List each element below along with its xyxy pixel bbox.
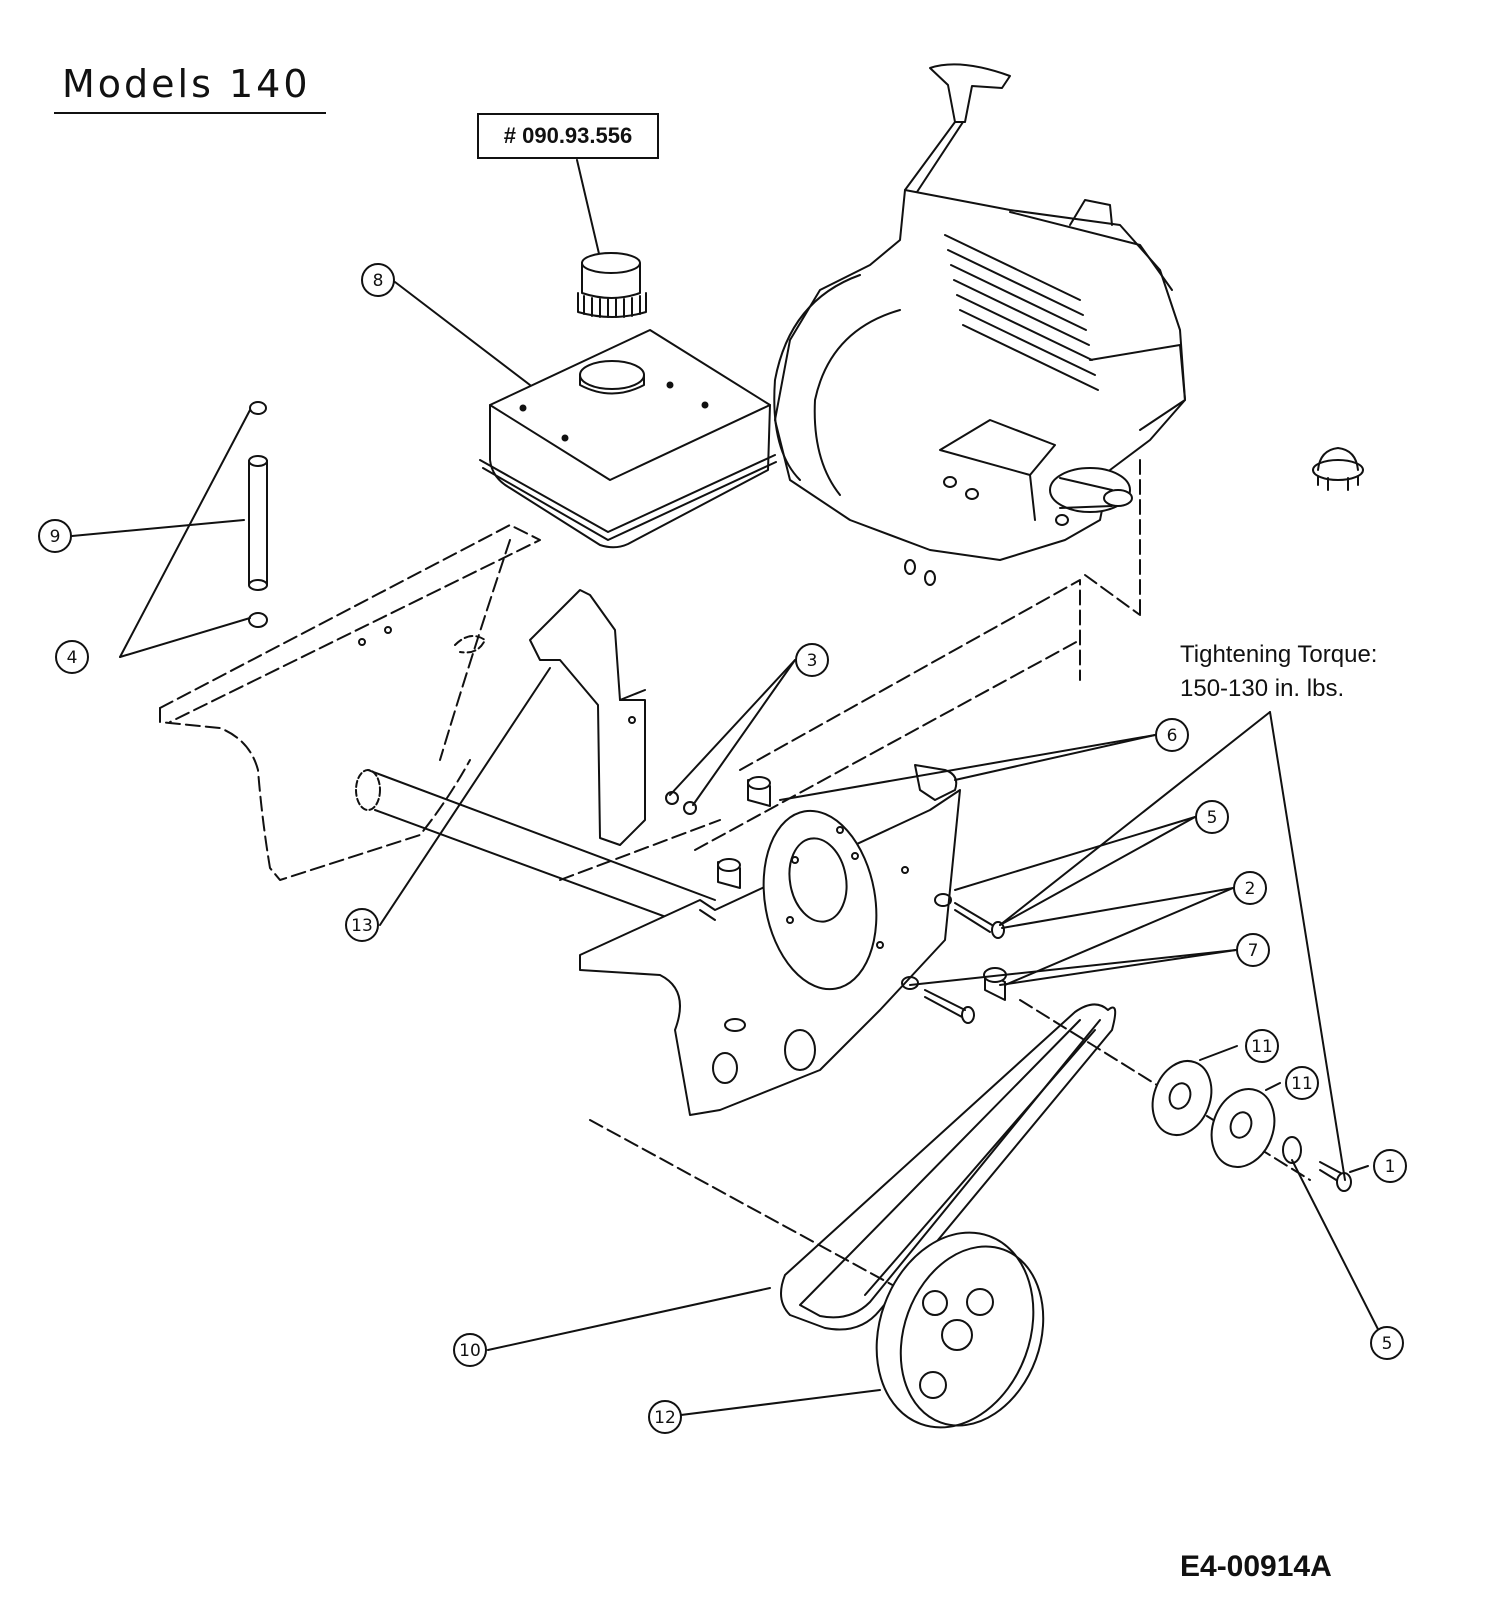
callout-6: 6 [1155, 718, 1189, 752]
torque-note-line2: 150-130 in. lbs. [1180, 675, 1345, 702]
clutch-washers [1151, 1060, 1352, 1192]
pulley [875, 1231, 1045, 1429]
callout-12: 12 [648, 1400, 682, 1434]
part-label-leader [576, 159, 601, 259]
callout-2: 2 [1233, 871, 1267, 905]
callout-5-second: 5 [1370, 1326, 1404, 1360]
spacers [717, 776, 771, 889]
svg-text:11: 11 [1251, 1037, 1273, 1057]
gas-cap [577, 252, 647, 318]
svg-text:6: 6 [1167, 726, 1178, 746]
callout-5: 5 [1195, 800, 1229, 834]
callout-7: 7 [1236, 933, 1270, 967]
callout-9: 9 [38, 519, 72, 553]
cross-tube [355, 769, 721, 936]
svg-text:12: 12 [654, 1408, 676, 1428]
hardware [665, 791, 1007, 1024]
svg-text:13: 13 [351, 916, 373, 936]
svg-text:5: 5 [1382, 1334, 1393, 1354]
svg-text:11: 11 [1291, 1074, 1313, 1094]
svg-text:7: 7 [1248, 941, 1259, 961]
engine [773, 63, 1186, 586]
callout-8: 8 [361, 263, 395, 297]
callout-3: 3 [795, 643, 829, 677]
svg-text:10: 10 [459, 1341, 481, 1361]
frame [159, 524, 541, 881]
svg-text:5: 5 [1207, 808, 1218, 828]
engine-mount-plate [579, 764, 961, 1116]
callout-leaders [71, 281, 1386, 1418]
callouts: 8 9 4 3 13 6 5 2 7 11 11 1 5 10 12 [38, 263, 1407, 1434]
callout-11-second: 11 [1285, 1066, 1319, 1100]
svg-text:8: 8 [373, 271, 384, 291]
torque-note-line1: Tightening Torque: [1180, 641, 1378, 668]
document-code: E4-00914A [1180, 1550, 1332, 1583]
tank-mounting-rod [248, 401, 268, 628]
primer-cap [1312, 447, 1364, 491]
engine-bracket [529, 589, 646, 846]
svg-text:9: 9 [50, 527, 61, 547]
svg-text:1: 1 [1385, 1157, 1396, 1177]
callout-11: 11 [1245, 1029, 1279, 1063]
v-belt [780, 1003, 1117, 1331]
callout-4: 4 [55, 640, 89, 674]
torque-note: Tightening Torque: 150-130 in. lbs. [1180, 638, 1377, 706]
diagram-title: Models 140 [62, 62, 311, 106]
svg-text:3: 3 [807, 651, 818, 671]
svg-text:2: 2 [1245, 879, 1256, 899]
svg-text:4: 4 [67, 648, 78, 668]
fuel-tank [479, 329, 777, 549]
title-underline [54, 112, 326, 114]
callout-13: 13 [345, 908, 379, 942]
part-number-label: # 090.93.556 [477, 113, 659, 159]
callout-10: 10 [453, 1333, 487, 1367]
callout-1: 1 [1373, 1149, 1407, 1183]
